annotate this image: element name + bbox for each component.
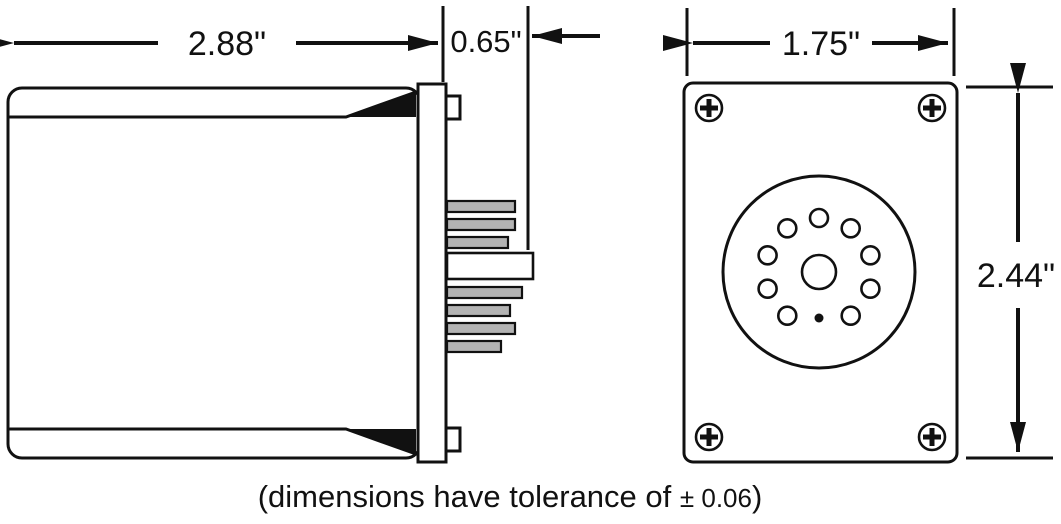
index-dot xyxy=(814,313,824,323)
pin xyxy=(445,321,517,336)
screw-top-right xyxy=(917,93,947,123)
dim-label-pin-depth: 0.65" xyxy=(450,24,521,59)
pin xyxy=(445,303,512,318)
center-hole xyxy=(800,253,838,291)
dim-body-width: 2.88" xyxy=(0,25,438,63)
face-view xyxy=(682,81,959,464)
bottom-chamfer-wedge xyxy=(346,429,416,454)
pin xyxy=(445,285,524,300)
dim-pin-depth: 0.65" xyxy=(441,6,600,250)
pin xyxy=(445,339,503,354)
pin xyxy=(445,199,517,214)
screw-bottom-right xyxy=(917,422,947,452)
screw-bottom-left xyxy=(694,422,724,452)
pin xyxy=(445,235,510,250)
socket-pin-holes xyxy=(757,207,881,327)
dim-face-height: 2.44" xyxy=(966,63,1055,460)
pin-group xyxy=(445,199,535,354)
caption-tolerance-value: ± 0.06 xyxy=(680,483,752,513)
side-view xyxy=(6,82,535,464)
flange-tab-top xyxy=(444,94,462,121)
caption-prefix: (dimensions have tolerance of xyxy=(258,479,680,514)
top-chamfer-wedge xyxy=(346,92,416,117)
key-post xyxy=(445,251,535,281)
pin xyxy=(445,217,517,232)
flange-tab-bottom xyxy=(444,426,462,453)
mounting-flange xyxy=(416,82,448,464)
screw-top-left xyxy=(694,93,724,123)
caption-suffix: ) xyxy=(752,479,762,514)
tolerance-caption: (dimensions have tolerance of ± 0.06) xyxy=(258,479,763,514)
relay-body-outline xyxy=(6,86,422,460)
dim-label-face-height: 2.44" xyxy=(977,257,1055,295)
dim-face-width: 1.75" xyxy=(663,8,956,76)
dim-label-body-width: 2.88" xyxy=(188,25,266,63)
dim-label-face-width: 1.75" xyxy=(782,25,860,63)
